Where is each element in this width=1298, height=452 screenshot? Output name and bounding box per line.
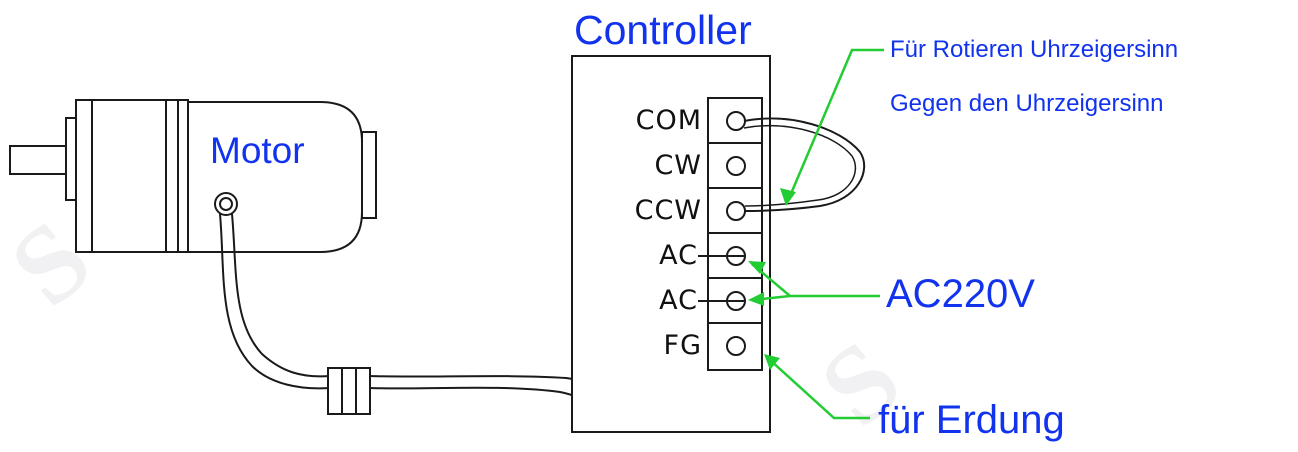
motor-body: [187, 101, 363, 253]
ground-pointer-line: [769, 359, 870, 420]
annotation-rotate-ccw: Gegen den Uhrzeigersinn: [890, 90, 1164, 117]
terminal-label-com: COM: [635, 105, 702, 136]
ac-pointer-line-1: [751, 263, 880, 298]
annotation-ground: für Erdung: [878, 398, 1065, 442]
terminal-label-cw: CW: [654, 150, 702, 181]
motor-end-cap: [361, 131, 377, 219]
arrowhead: [748, 261, 766, 274]
cable-connector: [327, 367, 371, 415]
controller-title: Controller: [574, 7, 752, 53]
motor-flange: [65, 117, 77, 201]
annotation-power: AC220V: [886, 272, 1035, 316]
terminal-label-ccw: CCW: [634, 195, 702, 226]
arrowhead: [764, 354, 780, 370]
arrowhead: [748, 292, 764, 306]
motor-gearbox: [75, 99, 189, 253]
terminal-block: [698, 97, 763, 371]
terminal-label-fg: FG: [663, 330, 702, 361]
motor-label: Motor: [210, 130, 305, 171]
jumper-wire: [743, 117, 866, 212]
terminal-label-ac: AC: [659, 285, 698, 316]
motor-shaft: [9, 145, 73, 175]
terminal-label-ac: AC: [659, 240, 698, 271]
jumper-pointer-line: [788, 48, 884, 197]
annotation-rotate-cw: Für Rotieren Uhrzeigersinn: [890, 36, 1179, 63]
arrowhead: [780, 188, 796, 206]
